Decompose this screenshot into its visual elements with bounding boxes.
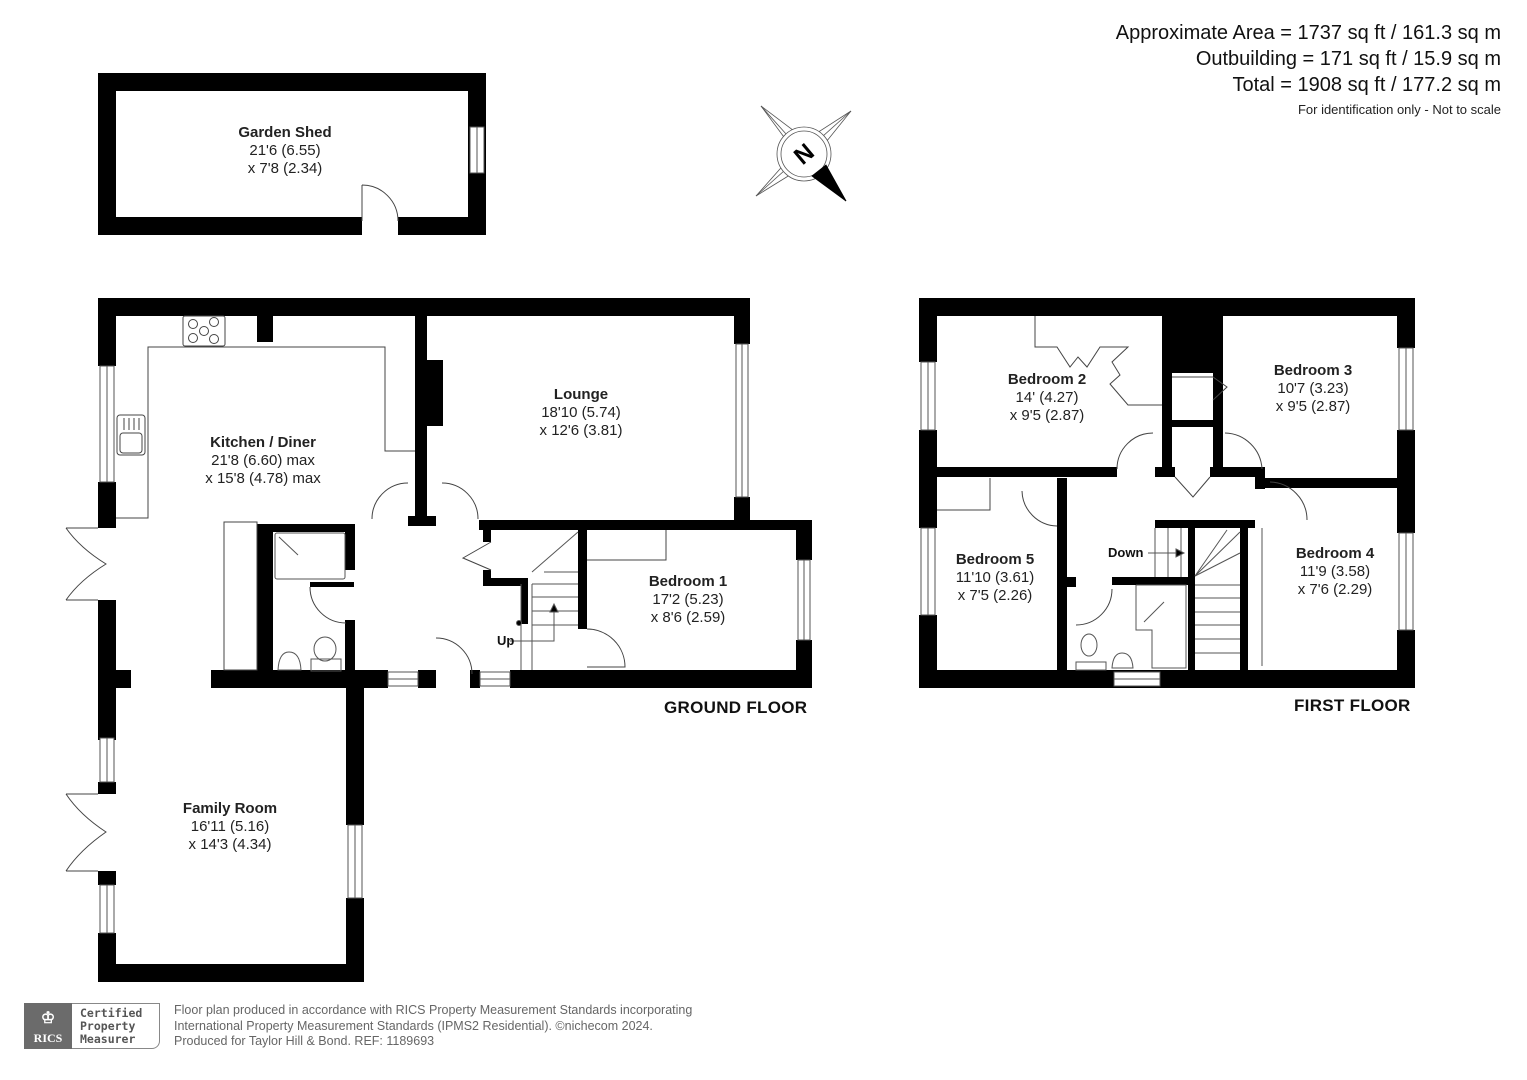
room-dimension: x 7'6 (2.29) <box>1297 581 1373 598</box>
rics-logo: ♔ RICS <box>24 1003 72 1049</box>
room-name: Bedroom 2 <box>1007 371 1087 388</box>
room-dimension: 21'6 (6.55) <box>249 142 321 159</box>
total-area: Total = 1908 sq ft / 177.2 sq m <box>1232 74 1502 96</box>
footer-line: International Property Measurement Stand… <box>174 1018 653 1033</box>
room-name: Family Room <box>182 800 278 817</box>
scale-disclaimer: For identification only - Not to scale <box>1297 102 1501 117</box>
room-label-bedroom-1: Bedroom 1 17'2 (5.23) x 8'6 (2.59) <box>649 573 727 627</box>
ground-floor-door-swings <box>65 482 626 872</box>
certified-property-measurer-badge: Certified Property Measurer <box>72 1003 160 1049</box>
room-dimension: 18'10 (5.74) <box>541 404 621 421</box>
first-floor-title: FIRST FLOOR <box>1294 696 1411 715</box>
room-dimension: x 9'5 (2.87) <box>1009 407 1085 424</box>
first-floor-stairs <box>1148 528 1263 666</box>
room-name: Bedroom 5 <box>955 551 1035 568</box>
first-floor-walls <box>919 298 1415 688</box>
footer-disclaimer: Floor plan produced in accordance with R… <box>174 1003 692 1050</box>
room-label-bedroom-4: Bedroom 4 11'9 (3.58) x 7'6 (2.29) <box>1296 545 1374 599</box>
room-label-bedroom-5: Bedroom 5 11'10 (3.61) x 7'5 (2.26) <box>956 551 1034 605</box>
ground-floor-stairs <box>510 531 579 670</box>
garden-shed-door-swing <box>361 184 399 222</box>
room-dimension: x 12'6 (3.81) <box>539 422 623 439</box>
room-dimension: 14' (4.27) <box>1015 389 1079 406</box>
ground-floor-title: GROUND FLOOR <box>664 698 808 717</box>
outbuilding-area: Outbuilding = 171 sq ft / 15.9 sq m <box>1195 48 1501 70</box>
shower-room-fittings <box>274 532 346 672</box>
bedroom-1-wardrobe <box>587 530 667 561</box>
north-compass-icon: N <box>755 105 852 202</box>
room-dimension: 21'8 (6.60) max <box>211 452 315 469</box>
room-name: Bedroom 3 <box>1273 362 1353 379</box>
room-name: Kitchen / Diner <box>210 434 316 451</box>
room-dimension: 10'7 (3.23) <box>1277 380 1349 397</box>
room-name: Garden Shed <box>238 124 332 141</box>
room-name: Bedroom 1 <box>648 573 728 590</box>
footer-line: Floor plan produced in accordance with R… <box>174 1003 693 1017</box>
rics-lion-icon: ♔ <box>40 1010 56 1027</box>
bathroom-fittings <box>1075 584 1187 671</box>
room-name: Lounge <box>553 386 609 403</box>
stairs-up-label: Up <box>497 633 515 648</box>
room-dimension: 16'11 (5.16) <box>190 818 270 835</box>
room-label-lounge: Lounge 18'10 (5.74) x 12'6 (3.81) <box>540 386 623 440</box>
rics-logo-text: RICS <box>33 1031 63 1045</box>
room-dimension: x 7'5 (2.26) <box>957 587 1033 604</box>
ground-floor-windows <box>99 343 811 934</box>
badge-line: Measurer <box>80 1032 136 1046</box>
room-dimension: x 7'8 (2.34) <box>247 160 323 177</box>
footer-line: Produced for Taylor Hill & Bond. REF: 11… <box>174 1034 435 1048</box>
room-dimension: 11'10 (3.61) <box>955 569 1035 586</box>
stairs-down-label: Down <box>1108 545 1144 560</box>
garden-shed-walls <box>98 73 486 235</box>
approximate-area: Approximate Area = 1737 sq ft / 161.3 sq… <box>1115 22 1501 44</box>
room-label-garden-shed: Garden Shed 21'6 (6.55) x 7'8 (2.34) <box>238 124 331 178</box>
room-label-family-room: Family Room 16'11 (5.16) x 14'3 (4.34) <box>183 800 277 854</box>
room-dimension: 17'2 (5.23) <box>652 591 724 608</box>
first-floor-windows <box>920 347 1414 687</box>
room-name: Bedroom 4 <box>1295 545 1375 562</box>
room-dimension: x 15'8 (4.78) max <box>205 470 321 487</box>
badge-line: Certified <box>80 1006 143 1020</box>
ground-floor-walls <box>98 298 812 982</box>
room-dimension: 11'9 (3.58) <box>1299 563 1371 580</box>
room-label-kitchen-diner: Kitchen / Diner 21'8 (6.60) max x 15'8 (… <box>205 434 320 488</box>
area-summary: Approximate Area = 1737 sq ft / 161.3 sq… <box>1116 20 1501 120</box>
room-label-bedroom-2: Bedroom 2 14' (4.27) x 9'5 (2.87) <box>1008 371 1086 425</box>
kitchen-worktop <box>116 315 415 671</box>
badge-line: Property <box>80 1019 136 1033</box>
room-label-bedroom-3: Bedroom 3 10'7 (3.23) x 9'5 (2.87) <box>1274 362 1352 416</box>
room-dimension: x 8'6 (2.59) <box>650 609 726 626</box>
garden-shed-window <box>469 126 485 174</box>
first-floor-door-swings <box>937 316 1308 626</box>
room-dimension: x 14'3 (4.34) <box>188 836 272 853</box>
room-dimension: x 9'5 (2.87) <box>1275 398 1351 415</box>
footer: ♔ RICS Certified Property Measurer Floor… <box>24 1003 692 1050</box>
